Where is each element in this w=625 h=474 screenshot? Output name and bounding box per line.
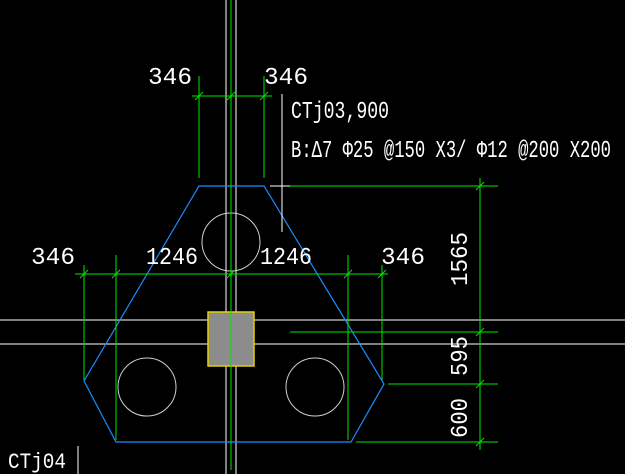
- cap-label-ctj04: CTj04: [8, 450, 66, 474]
- pile-left[interactable]: [117, 357, 177, 417]
- dim-top-left: 346: [148, 65, 192, 92]
- pile-right[interactable]: [285, 357, 345, 417]
- dim-mid-outer-left: 346: [31, 245, 75, 272]
- dim-top-right: 346: [264, 65, 308, 92]
- dim-mid-inner-right: 1246: [260, 245, 312, 272]
- dim-right-mid: 595: [448, 336, 475, 376]
- dim-mid-inner-left: 1246: [146, 245, 198, 272]
- dim-right-top: 1565: [448, 232, 475, 286]
- pile-cap-outline[interactable]: [83, 185, 385, 443]
- cap-name-elevation: CTj03,900: [291, 99, 389, 126]
- cap-rebar-spec: B:Δ7 Φ25 @150 X3/ Φ12 @200 X200: [291, 138, 611, 165]
- dim-right-bottom: 600: [448, 398, 475, 438]
- dimension-lines: [75, 0, 498, 470]
- dim-mid-outer-right: 346: [381, 245, 425, 272]
